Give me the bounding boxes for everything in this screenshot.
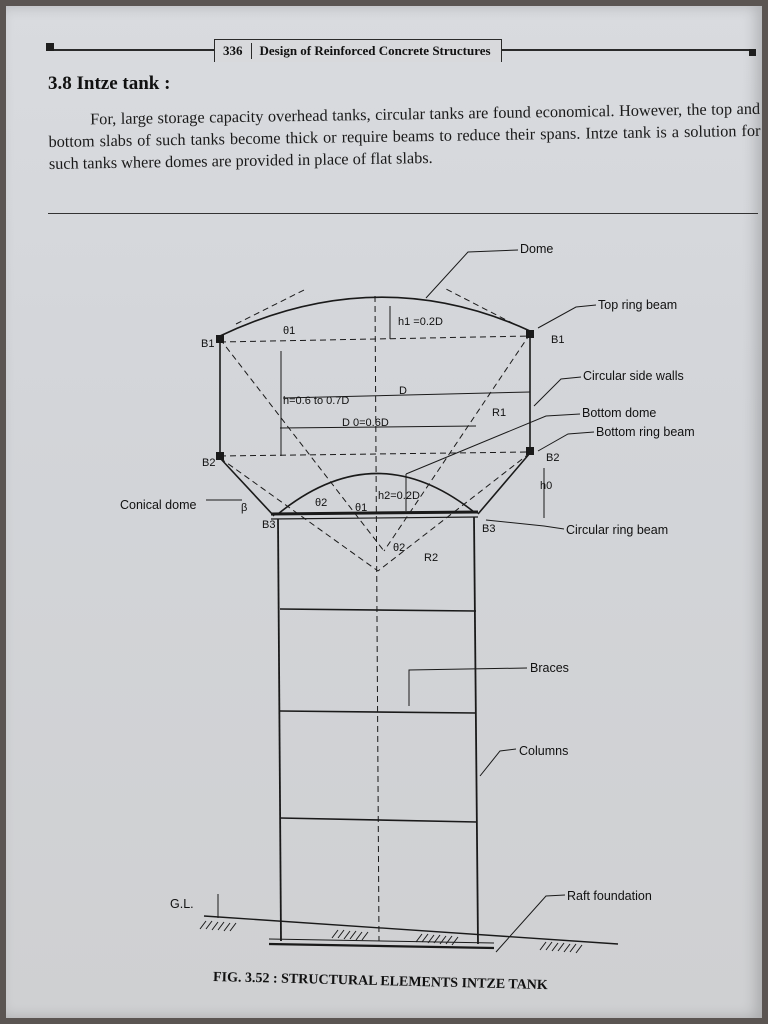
dim-theta2-center: θ2 (393, 542, 405, 554)
label-ground-level: G.L. (170, 897, 194, 911)
dim-h1: h1 =0.2D (398, 316, 443, 328)
header-marker-right (749, 49, 756, 56)
joint-b2-left (216, 452, 224, 460)
dim-d0: D 0=0.6D (342, 417, 389, 429)
label-circular-ring-beam: Circular ring beam (566, 523, 668, 537)
joint-b1-left (216, 335, 224, 343)
header-marker-left (46, 43, 54, 51)
header-box: 336 Design of Reinforced Concrete Struct… (214, 39, 502, 62)
page-number: 336 (223, 43, 252, 59)
section-title: 3.8 Intze tank : (48, 73, 171, 94)
point-b2-right: B2 (546, 452, 559, 464)
dim-theta2: θ2 (315, 497, 327, 509)
right-conical-wall (477, 452, 531, 515)
label-bottom-dome: Bottom dome (582, 406, 656, 420)
top-dome-arc (219, 296, 531, 337)
brace-2 (279, 710, 477, 714)
point-b3-right: B3 (482, 523, 495, 535)
book-title: Design of Reinforced Concrete Structures (259, 43, 491, 58)
dim-theta1-top: θ1 (283, 325, 295, 337)
bottom-dome-arc (277, 472, 475, 515)
running-header: 336 Design of Reinforced Concrete Struct… (46, 37, 756, 67)
dim-theta1-bottom: θ1 (355, 502, 367, 514)
dim-h2: h2=0.2D (378, 490, 420, 502)
label-bottom-ring-beam: Bottom ring beam (596, 425, 695, 439)
intze-tank-diagram: FIG. 3.52 : STRUCTURAL ELEMENTS INTZE TA… (120, 242, 695, 993)
figure-caption: FIG. 3.52 : STRUCTURAL ELEMENTS INTZE TA… (213, 970, 548, 993)
joint-b1-right (526, 330, 534, 338)
book-page: 336 Design of Reinforced Concrete Struct… (6, 6, 762, 1018)
dim-h: h=0.6 to 0.7D (283, 395, 349, 407)
point-b1-right: B1 (551, 334, 564, 346)
dim-r1: R1 (492, 407, 506, 419)
label-circular-side-walls: Circular side walls (583, 369, 684, 383)
label-raft-foundation: Raft foundation (567, 889, 652, 903)
label-dome: Dome (520, 242, 553, 256)
label-top-ring-beam: Top ring beam (598, 298, 677, 312)
point-b1-left: B1 (201, 338, 214, 350)
joint-b2-right (526, 447, 534, 455)
dim-r2: R2 (424, 552, 438, 564)
right-column (473, 516, 479, 945)
left-column (277, 518, 282, 942)
label-columns: Columns (519, 744, 568, 758)
dim-h0: h0 (540, 480, 552, 492)
label-conical-dome: Conical dome (120, 498, 196, 512)
raft-foundation (268, 942, 495, 950)
ground-line (203, 915, 619, 945)
point-b2-left: B2 (202, 457, 215, 469)
brace-1 (279, 608, 477, 612)
dim-beta: β (241, 502, 247, 514)
left-conical-wall (219, 457, 275, 517)
figure-frame (48, 213, 758, 1014)
dim-d: D (399, 385, 407, 397)
label-braces: Braces (530, 661, 569, 675)
circular-ring-beam (270, 510, 479, 516)
point-b3-left: B3 (262, 519, 275, 531)
